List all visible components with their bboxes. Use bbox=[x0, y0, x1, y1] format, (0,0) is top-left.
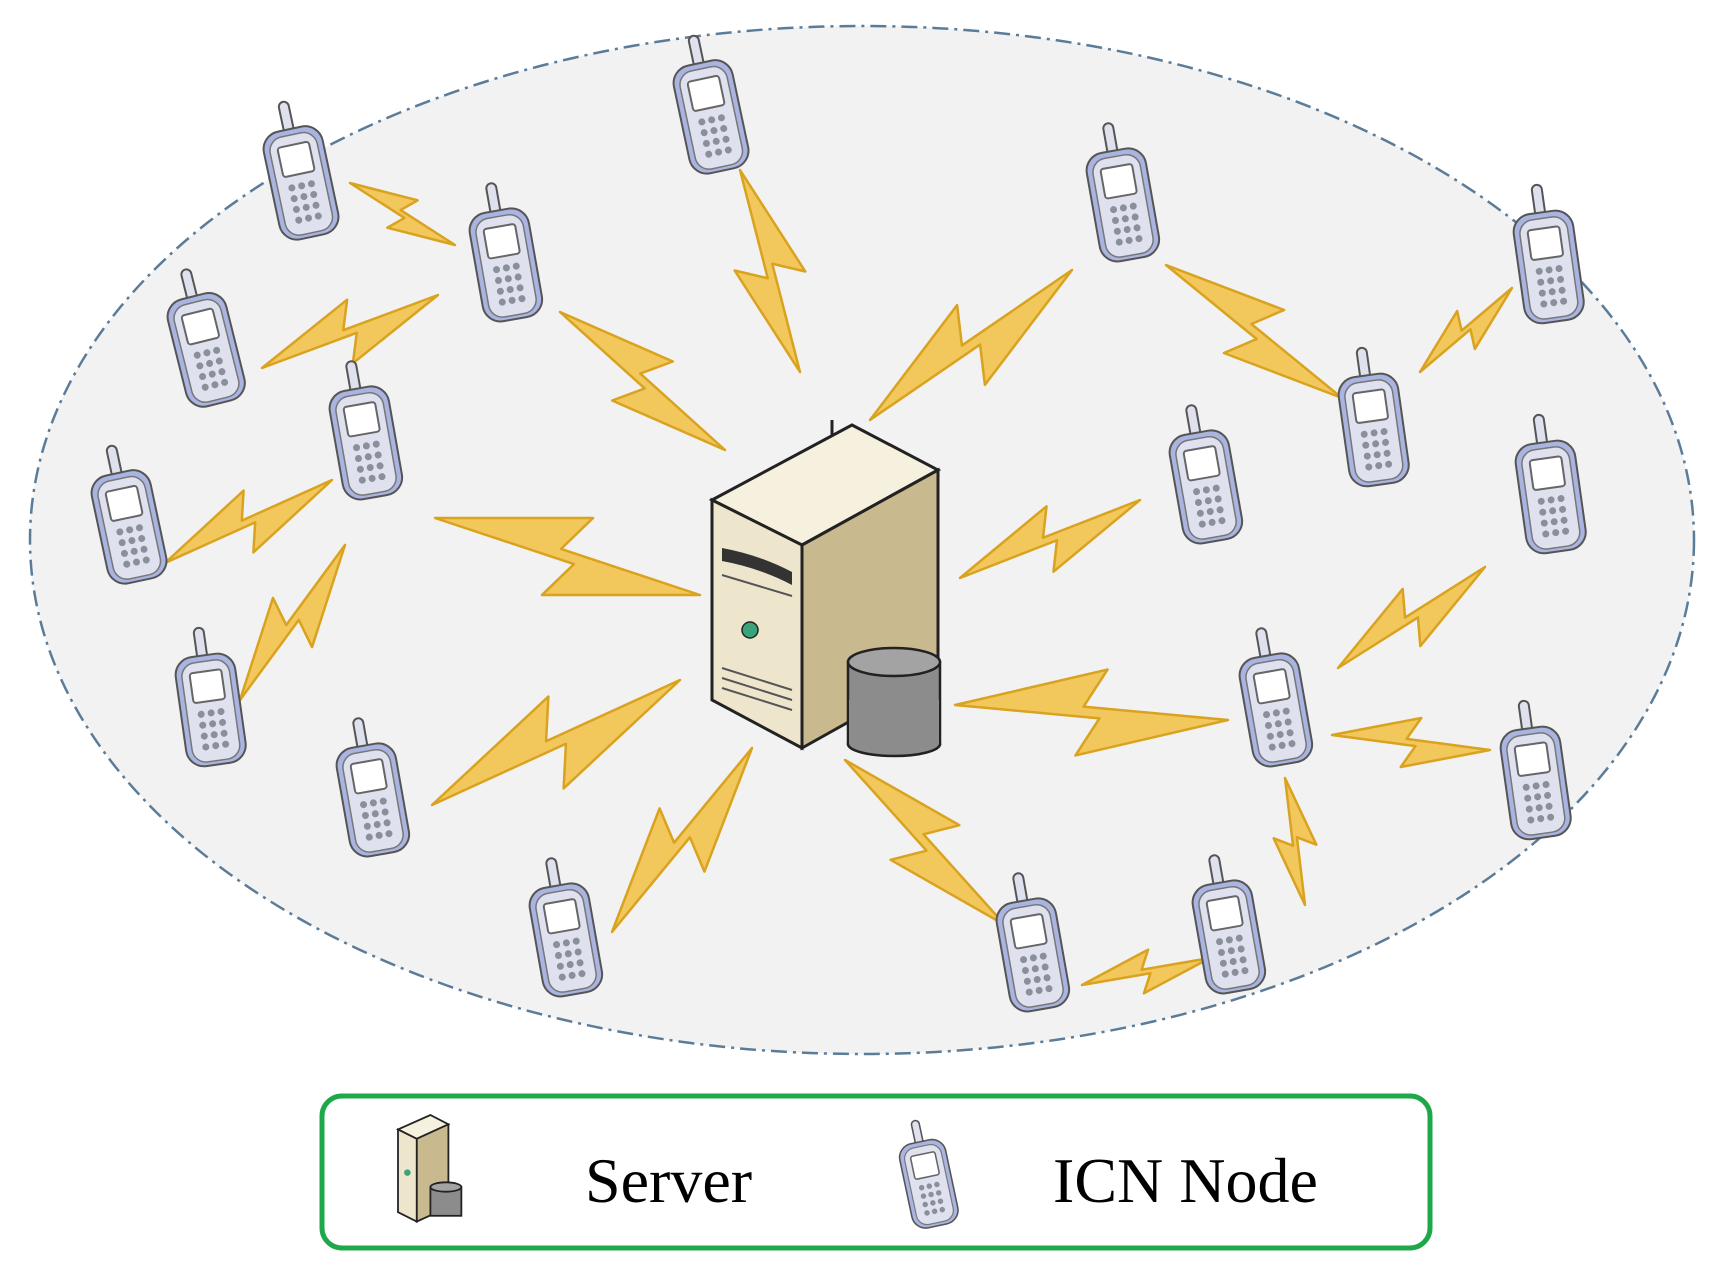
database-disk-icon bbox=[846, 646, 942, 758]
legend-server-icon bbox=[395, 1114, 463, 1224]
legend-box bbox=[319, 1093, 1433, 1251]
legend: Server ICN Node bbox=[319, 1093, 1433, 1251]
legend-server-label: Server bbox=[585, 1145, 752, 1216]
legend-node-label: ICN Node bbox=[1053, 1145, 1318, 1216]
server-icon bbox=[708, 420, 942, 758]
